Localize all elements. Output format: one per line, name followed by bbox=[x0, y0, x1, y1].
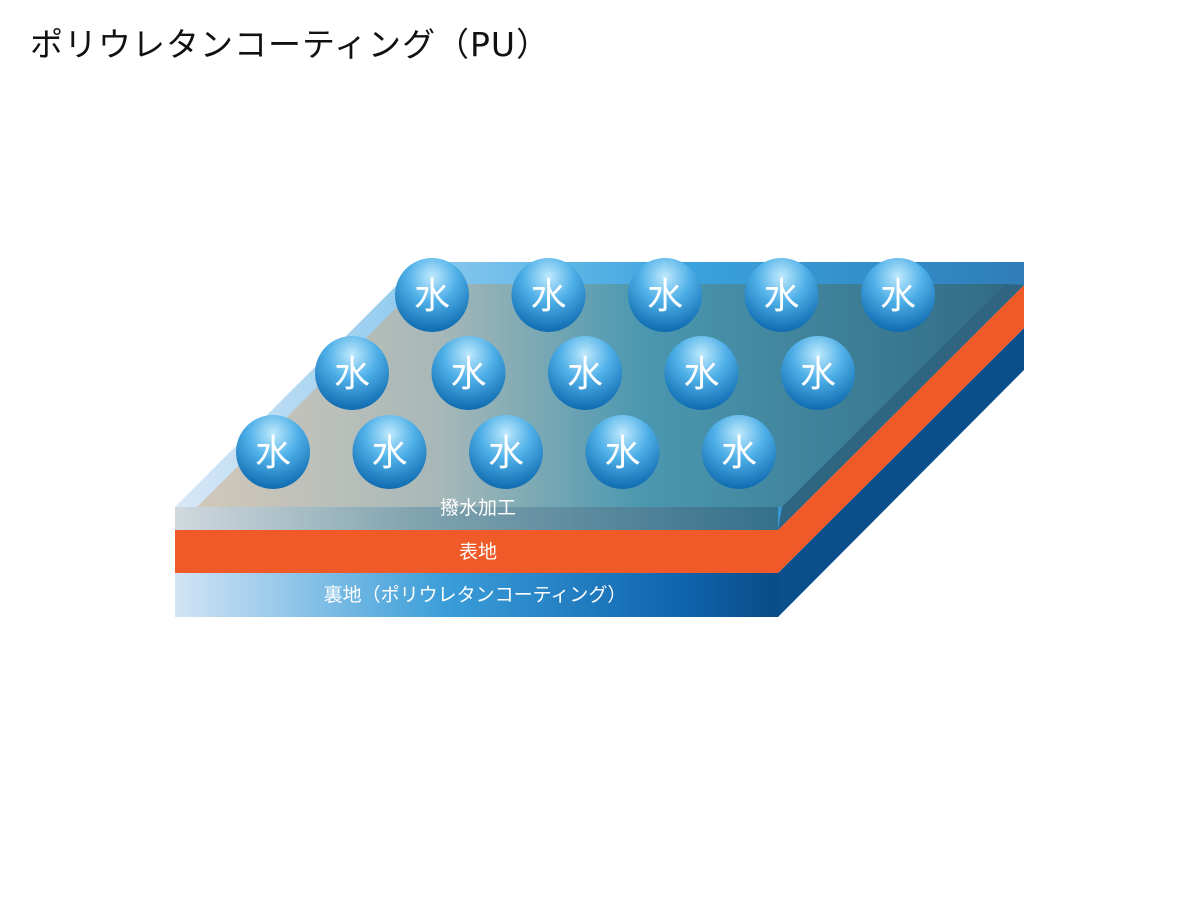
water-drop: 水 bbox=[431, 336, 506, 410]
water-drop: 水 bbox=[548, 336, 622, 410]
water-drop-glyph: 水 bbox=[880, 276, 916, 317]
water-drop: 水 bbox=[702, 415, 776, 489]
face-fabric-layer-front bbox=[175, 530, 778, 573]
water-drop-glyph: 水 bbox=[763, 276, 799, 317]
water-drop-glyph: 水 bbox=[721, 433, 757, 474]
water-drop-circle bbox=[431, 336, 506, 410]
water-drop-circle bbox=[664, 336, 739, 410]
water-drop-circle bbox=[744, 258, 819, 332]
water-drop-circle bbox=[548, 336, 622, 410]
water-drop: 水 bbox=[352, 415, 427, 489]
water-drop-glyph: 水 bbox=[683, 354, 719, 395]
water-drop: 水 bbox=[585, 415, 660, 489]
water-drop-glyph: 水 bbox=[647, 276, 683, 317]
face-fabric-label: 表地 bbox=[459, 541, 497, 563]
water-drop: 水 bbox=[781, 336, 855, 410]
water-drop: 水 bbox=[236, 415, 310, 489]
backing-label: 裏地（ポリウレタンコーティング） bbox=[324, 584, 627, 606]
water-drop-circle bbox=[236, 415, 310, 489]
water-drop-glyph: 水 bbox=[414, 276, 450, 317]
water-drop-glyph: 水 bbox=[488, 433, 524, 474]
water-drop-circle bbox=[352, 415, 427, 489]
water-drop-glyph: 水 bbox=[800, 354, 836, 395]
coating-label: 撥水加工 bbox=[440, 497, 516, 519]
water-drop-glyph: 水 bbox=[255, 433, 291, 474]
water-drop-glyph: 水 bbox=[334, 354, 370, 395]
water-drop: 水 bbox=[628, 258, 702, 332]
water-drop-circle bbox=[702, 415, 776, 489]
water-drop: 水 bbox=[395, 258, 469, 332]
water-drop: 水 bbox=[469, 415, 543, 489]
page-title: ポリウレタンコーティング（PU） bbox=[30, 25, 551, 64]
water-drop-circle bbox=[781, 336, 855, 410]
coating-layer-front bbox=[175, 507, 778, 530]
backing-layer-front bbox=[175, 573, 778, 617]
water-drop-circle bbox=[315, 336, 389, 410]
water-drop-glyph: 水 bbox=[450, 354, 486, 395]
backing-layer-side bbox=[778, 328, 1024, 617]
water-drop-glyph: 水 bbox=[371, 433, 407, 474]
water-drop-circle bbox=[511, 258, 586, 332]
water-drop: 水 bbox=[315, 336, 389, 410]
water-drops: 水水水水水水水水水水水水水水水 bbox=[236, 258, 935, 489]
water-drop-glyph: 水 bbox=[530, 276, 566, 317]
water-drop: 水 bbox=[744, 258, 819, 332]
water-drop-circle bbox=[395, 258, 469, 332]
water-drop: 水 bbox=[861, 258, 935, 332]
water-drop-circle bbox=[469, 415, 543, 489]
water-drop-glyph: 水 bbox=[567, 354, 603, 395]
water-drop-circle bbox=[861, 258, 935, 332]
water-drop-glyph: 水 bbox=[604, 433, 640, 474]
coating-layer-side bbox=[778, 284, 1024, 530]
water-drop: 水 bbox=[664, 336, 739, 410]
water-drop-circle bbox=[628, 258, 702, 332]
face-fabric-layer-side bbox=[778, 285, 1024, 573]
water-drop-circle bbox=[585, 415, 660, 489]
water-drop: 水 bbox=[511, 258, 586, 332]
